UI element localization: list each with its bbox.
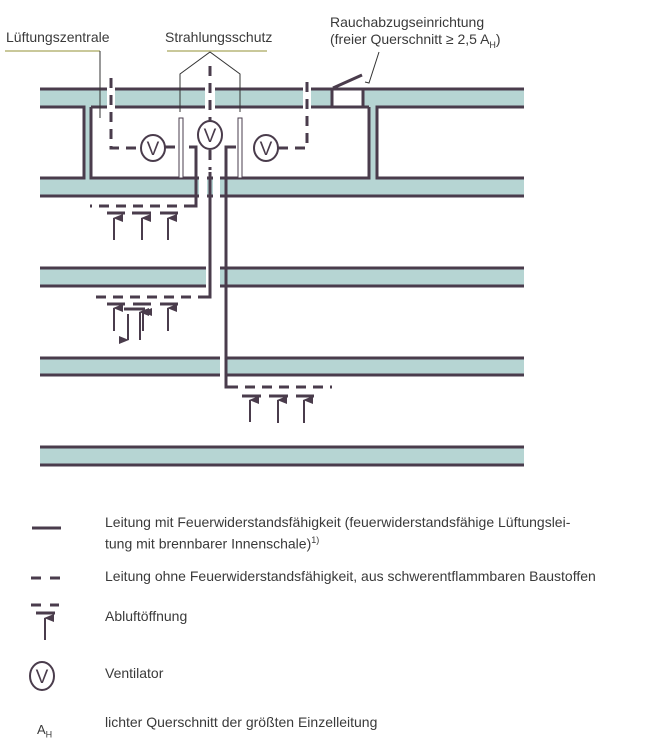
label-rauchabzug: Rauchabzugseinrichtung (freier Querschni…: [330, 14, 501, 54]
smoke-vent: [330, 87, 365, 109]
fans: V V V: [140, 120, 279, 162]
legend-item-fire-resistant: Leitung mit Feuerwiderstandsfähigkeit (f…: [105, 513, 570, 553]
slab-3: [40, 358, 524, 375]
slab-outlines: [40, 87, 524, 467]
legend-fan-icon: V: [29, 661, 55, 691]
slab-roof: [40, 89, 524, 107]
label-rauchabzug-line1: Rauchabzugseinrichtung: [330, 14, 485, 30]
fan-icon: V: [253, 134, 279, 162]
radiation-shield-left: [178, 117, 184, 179]
leader-strahlungsschutz: [179, 51, 241, 112]
slab-4: [40, 447, 524, 465]
legend-item-ah: lichter Querschnitt der größten Einzelle…: [105, 714, 378, 730]
legend-text: tung mit brennbarer Innenschale): [105, 535, 312, 552]
svg-text:V: V: [36, 667, 49, 688]
non-fire-resistant-ducts: [90, 66, 332, 389]
airflow-arrows: [113, 214, 313, 423]
fan-icon: V: [197, 120, 223, 150]
fan-icon: V: [140, 134, 166, 162]
label-rauchabzug-line2: (freier Querschnitt ≥ 2,5 AH): [330, 31, 501, 54]
legend-exhaust-opening-icon: [31, 603, 59, 640]
symbol: A: [37, 722, 46, 737]
wall-left: [84, 107, 91, 178]
legend-item-exhaust-opening: Abluftöffnung: [105, 608, 188, 624]
radiation-shield-right: [237, 117, 243, 179]
legend-item-non-fire-resistant: Leitung ohne Feuerwiderstandsfähigkeit, …: [105, 568, 596, 584]
footnote: 1): [311, 535, 320, 545]
slab-1: [40, 178, 524, 196]
legend-item-fan: Ventilator: [105, 665, 164, 681]
legend-symbol-ah: AH: [37, 721, 52, 744]
legend-text: Leitung mit Feuerwiderstandsfähigkeit (f…: [105, 514, 571, 530]
text: (freier Querschnitt ≥ 2,5 A: [330, 31, 490, 47]
text: ): [495, 31, 501, 47]
label-strahlungsschutz: Strahlungsschutz: [165, 29, 273, 45]
fire-resistant-ducts: [165, 145, 236, 389]
svg-text:V: V: [147, 139, 160, 160]
wall-right: [369, 107, 377, 178]
subscript: H: [45, 729, 53, 740]
svg-text:V: V: [204, 126, 217, 147]
smoke-vent-flap: [332, 73, 363, 90]
leader-rauchabzug: [364, 51, 380, 84]
svg-text:V: V: [260, 139, 273, 160]
subscript: H: [489, 39, 496, 50]
slab-2: [40, 268, 524, 286]
floor-slabs: [40, 89, 524, 465]
label-lueftungszentrale: Lüftungszentrale: [6, 29, 110, 45]
legend-symbols: [31, 526, 61, 640]
